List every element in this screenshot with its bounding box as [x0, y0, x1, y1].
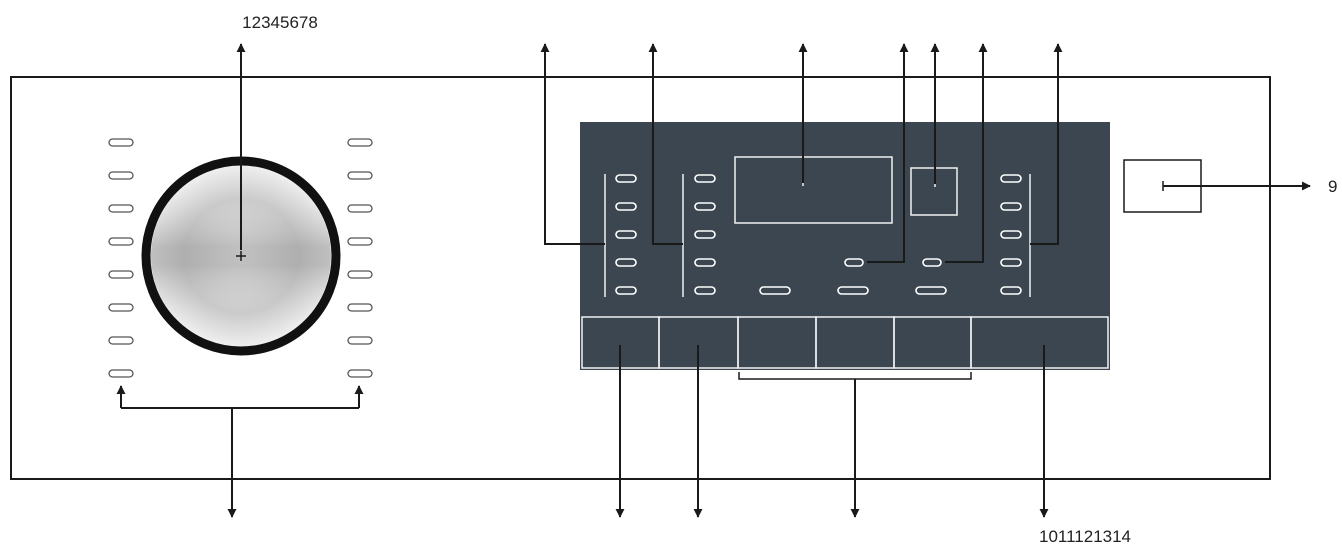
display-panel — [580, 122, 1110, 370]
callout-label-top-left: 12345678 — [242, 13, 318, 32]
program-selector-knob-icon[interactable] — [141, 156, 341, 356]
program-leds-bracket — [116, 385, 364, 518]
top-callout-arrows — [540, 43, 1063, 263]
display-leds-column-2 — [682, 174, 716, 297]
callout-label-bottom-right: 1011121314 — [1039, 527, 1131, 546]
bottom-callout-arrows — [615, 345, 1049, 518]
display-leds-column-1 — [604, 174, 637, 297]
program-leds-right — [347, 138, 373, 378]
button-6[interactable] — [970, 316, 1109, 369]
display-leds-column-right — [1000, 174, 1031, 297]
callout-label-right: 9 — [1328, 177, 1337, 196]
display-leds-bottom-row — [759, 258, 947, 295]
program-leds-left — [108, 138, 134, 378]
